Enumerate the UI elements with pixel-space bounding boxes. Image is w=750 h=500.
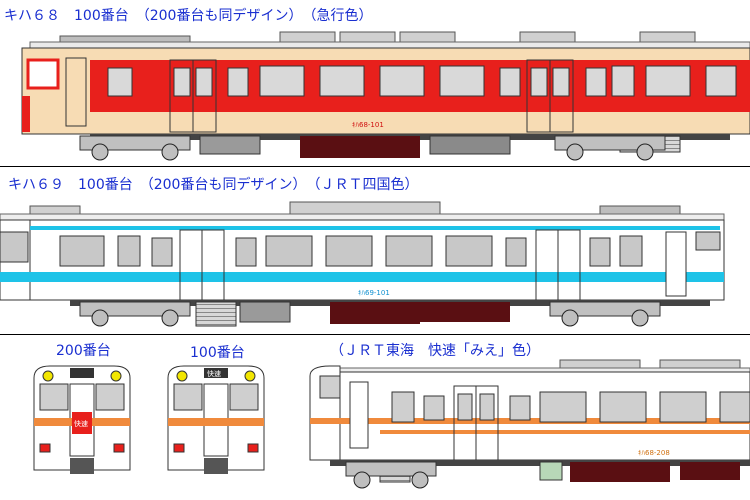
caption-front-200: 200番台 [56, 343, 111, 359]
caption-kiha69-shikoku: キハ６９ 100番台 （200番台も同デザイン） （ＪＲＴ四国色） [8, 177, 419, 193]
headboard-right: 快速 [207, 369, 221, 378]
kiha69-shikoku-car: ｷﾊ69-101 [0, 201, 725, 327]
kiha68-tokai-car: ｷﾊ68-208 [309, 359, 750, 489]
car-number-row1: ｷﾊ68-101 [352, 121, 384, 129]
car-number-row2: ｷﾊ69-101 [358, 289, 390, 297]
car-number-row3: ｷﾊ68-208 [638, 449, 670, 457]
caption-front-100: 100番台 [190, 345, 245, 361]
headboard-left: 快速 [74, 419, 88, 428]
kiha68-express-car: ｷﾊ68-101 [21, 31, 750, 161]
front-view-200: 快速 [33, 365, 131, 474]
divider-1 [0, 166, 750, 167]
front-view-100: 快速 [167, 365, 265, 474]
divider-2 [0, 334, 750, 335]
caption-tokai-mie: （ＪＲＴ東海 快速「みえ」色） [330, 343, 540, 359]
caption-kiha68-express: キハ６８ 100番台 （200番台も同デザイン） （急行色） [4, 8, 373, 24]
